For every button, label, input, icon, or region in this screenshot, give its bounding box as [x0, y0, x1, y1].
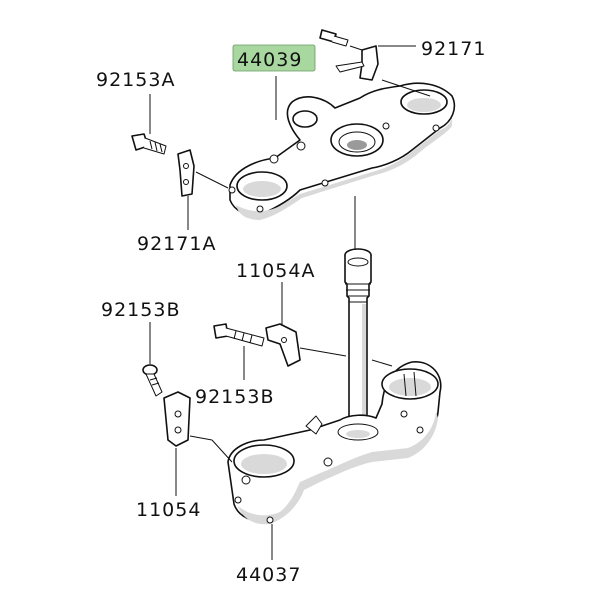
labels: 44039 92171 92153A 92171A 11054A 92153B …	[96, 38, 486, 586]
label-92153B-top[interactable]: 92153B	[101, 299, 180, 321]
clip-11054A[interactable]	[265, 323, 301, 367]
bolt-92153B-top[interactable]	[142, 364, 163, 397]
clip-11054[interactable]	[163, 391, 191, 447]
upper-triple-clamp[interactable]	[228, 82, 456, 220]
label-44037[interactable]: 44037	[236, 564, 301, 586]
leader-lines	[149, 45, 431, 560]
label-92153B-mid[interactable]: 92153B	[195, 386, 274, 408]
bolt-top-right[interactable]	[319, 29, 349, 47]
bolt-92153A[interactable]	[131, 133, 167, 155]
label-92171A[interactable]: 92171A	[137, 233, 216, 255]
label-92171[interactable]: 92171	[421, 38, 486, 60]
label-highlight-44039	[232, 44, 316, 72]
clip-92171A[interactable]	[177, 149, 195, 197]
label-44039[interactable]: 44039	[237, 49, 302, 71]
label-92153A[interactable]: 92153A	[96, 69, 175, 91]
bolt-92153B-mid[interactable]	[213, 323, 265, 347]
label-11054A[interactable]: 11054A	[236, 260, 315, 282]
lower-triple-clamp[interactable]	[227, 361, 442, 525]
label-11054[interactable]: 11054	[136, 499, 201, 521]
steering-stem[interactable]	[344, 248, 372, 421]
clip-92171[interactable]	[335, 45, 379, 81]
